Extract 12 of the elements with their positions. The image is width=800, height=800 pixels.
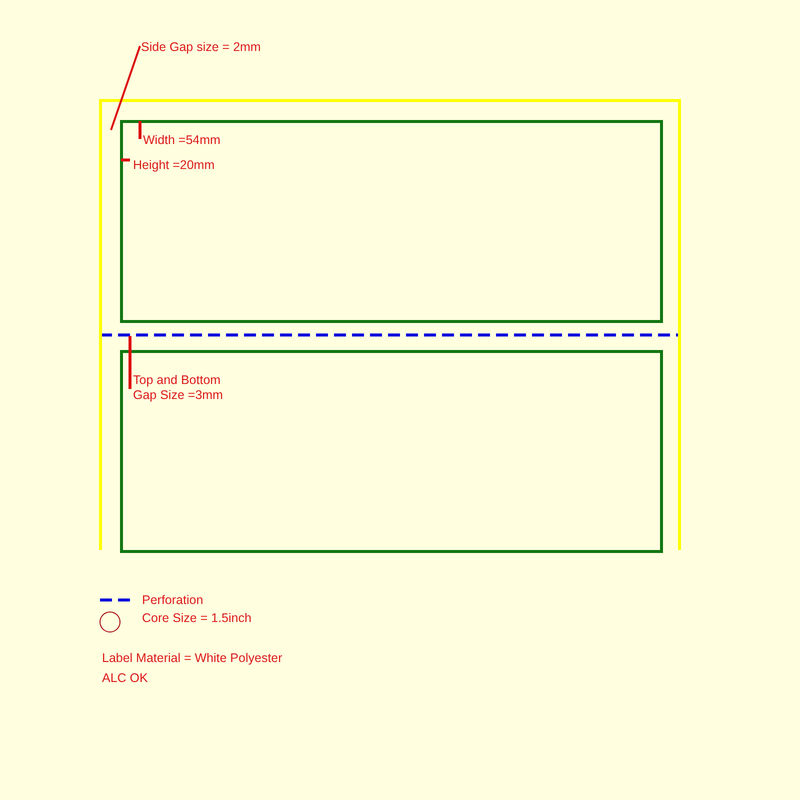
dimension-text: Height =20mm [133,158,215,173]
label-outline [120,350,663,553]
dimension-text: Top and Bottom Gap Size =3mm [133,373,224,403]
liner-outline [99,99,681,550]
note-text: ALC OK [102,671,148,686]
legend-text: Core Size = 1.5inch [142,611,252,626]
legend-text: Perforation [142,593,204,608]
leader-line [110,46,141,130]
dimension-text: Side Gap size = 2mm [141,40,261,55]
dimension-text: Width =54mm [143,133,220,148]
label-outline [120,120,663,323]
note-text: Label Material = White Polyester [102,651,282,666]
